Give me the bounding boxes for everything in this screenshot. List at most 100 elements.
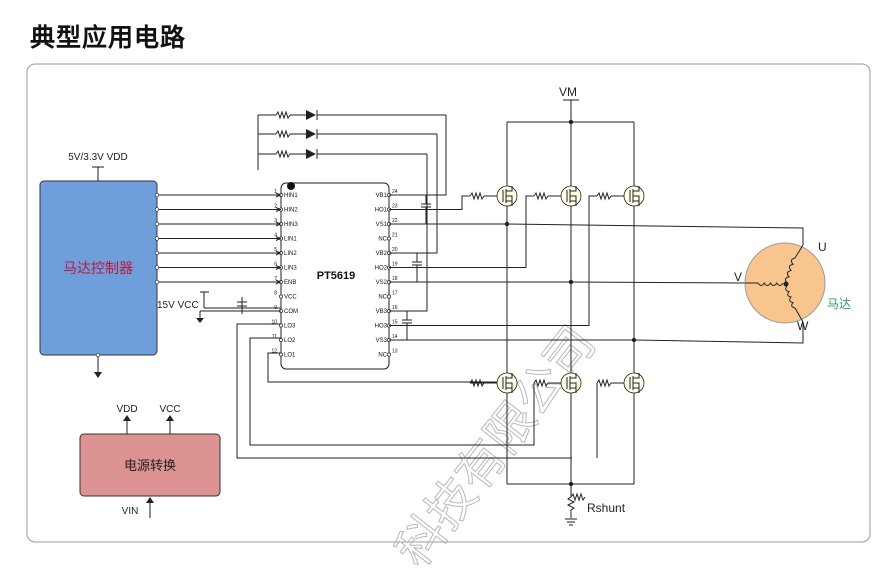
power-converter-box: [79, 433, 221, 497]
right-pin-name: VS3: [376, 338, 388, 344]
vm-label: VM: [559, 85, 577, 99]
right-pin-name: HO1: [375, 208, 388, 214]
bootstrap-resistor: [275, 129, 291, 139]
left-pin-number: 11: [272, 334, 277, 340]
gate-resistor: [596, 191, 612, 201]
bootstrap-resistor: [275, 149, 291, 159]
left-pin-number: 5: [274, 247, 277, 253]
input-arrow: [275, 279, 282, 285]
motor-neutral: [783, 281, 789, 287]
motor-v-label: V: [734, 270, 742, 284]
input-arrow: [275, 236, 282, 241]
bootstrap-diode: [306, 149, 316, 159]
left-pin-number: 3: [274, 218, 277, 224]
power-converter-label: 电源转换: [124, 459, 176, 474]
right-pin-name: VS2: [376, 280, 388, 286]
right-pin-name: NC: [378, 353, 387, 359]
motor-w-label: W: [797, 319, 809, 333]
vcc-label: VCC: [159, 404, 180, 415]
right-pin-number: 21: [392, 233, 398, 239]
vcc15-label: 15V VCC: [157, 300, 199, 311]
left-pin-number: 4: [274, 233, 277, 239]
left-pin-name: LO3: [284, 324, 296, 330]
right-pin-name: HO2: [375, 266, 388, 272]
right-pin-name: VB1: [376, 193, 388, 199]
diagram-frame: [26, 63, 871, 543]
three-phase-bridge: [389, 119, 804, 526]
input-arrow: [275, 250, 282, 256]
right-pin-number: 17: [392, 291, 398, 297]
left-pins: HIN11HIN22HIN33LIN14LIN25LIN36ENB7VCC8CO…: [271, 189, 298, 359]
motor-winding: [785, 285, 796, 309]
input-arrow: [275, 192, 282, 198]
bootstrap-diode: [306, 110, 316, 120]
left-pin-number: 8: [274, 291, 277, 297]
ground-arrow-vcc: [196, 318, 204, 323]
vdd-label: VDD: [116, 404, 137, 415]
right-pins: VB124HO123VS122NC21VB220HO219VS218NC17VB…: [375, 189, 398, 359]
control-lines: [95, 192, 282, 358]
right-pin-name: HO3: [375, 324, 388, 330]
motor-winding: [757, 282, 784, 286]
left-pin-number: 1: [274, 189, 277, 195]
rshunt-label: Rshunt: [587, 501, 626, 515]
left-pin-name: HIN3: [284, 222, 298, 228]
mcu-ground-terminal: [95, 352, 101, 358]
motor-u-label: U: [818, 240, 827, 254]
right-pin-number: 19: [392, 262, 398, 268]
right-pin-number: 14: [392, 334, 398, 340]
page-title: 典型应用电路: [30, 23, 187, 52]
right-pin-name: VB3: [376, 309, 388, 315]
mcu-output-terminal: [154, 250, 160, 256]
bootstrap-network: [257, 110, 447, 340]
input-arrow: [275, 221, 282, 227]
right-pin-number: 22: [392, 218, 398, 224]
mcu-output-terminal: [154, 221, 160, 227]
right-pin-number: 15: [392, 320, 398, 326]
mcu-output-terminal: [154, 265, 160, 270]
right-pin-number: 23: [392, 204, 398, 210]
left-pin-number: 12: [271, 349, 277, 355]
mcu-output-terminal: [154, 192, 160, 198]
ground-arrow: [94, 372, 102, 378]
left-pin-name: LIN3: [284, 266, 297, 272]
pin-marker: [279, 338, 283, 342]
left-pin-name: LO1: [284, 353, 296, 359]
motor-controller-label: 马达控制器: [63, 261, 133, 277]
bootstrap-diode: [306, 129, 316, 139]
shunt-resistor-body: [566, 496, 576, 518]
mcu-supply-label: 5V/3.3V VDD: [68, 152, 127, 163]
vin-label: VIN: [122, 506, 139, 517]
pin-marker: [279, 294, 283, 299]
right-pin-name: VS1: [376, 222, 388, 228]
left-pin-number: 7: [274, 276, 277, 282]
gate-resistor: [469, 191, 485, 201]
gate-resistor: [533, 191, 549, 201]
pin-marker: [387, 294, 391, 299]
motor-windings: [745, 244, 804, 323]
pin-marker: [387, 352, 391, 357]
shunt-resistor: [570, 492, 586, 502]
right-pin-number: 16: [392, 305, 398, 311]
gate-resistor: [596, 378, 612, 388]
mcu-output-terminal: [154, 236, 160, 241]
left-pin-name: HIN2: [284, 208, 298, 214]
left-pin-name: LO2: [284, 338, 296, 344]
right-pin-name: NC: [378, 237, 387, 243]
pin1-dot: [287, 182, 295, 190]
watermark-text: 科技有限公司: [385, 316, 606, 570]
left-pin-name: ENB: [284, 280, 296, 286]
pin-marker: [387, 236, 391, 241]
right-pin-number: 20: [392, 247, 398, 253]
left-pin-name: LIN1: [284, 237, 297, 243]
right-pin-number: 13: [392, 349, 398, 355]
left-pin-name: VCC: [284, 295, 297, 301]
right-pin-number: 24: [392, 189, 398, 195]
left-pin-number: 10: [271, 320, 277, 326]
left-pin-number: 6: [274, 262, 277, 268]
bootstrap-resistor: [275, 110, 291, 120]
left-pin-name: LIN2: [284, 251, 297, 257]
gate-resistor: [533, 378, 549, 388]
left-pin-name: COM: [284, 309, 298, 315]
